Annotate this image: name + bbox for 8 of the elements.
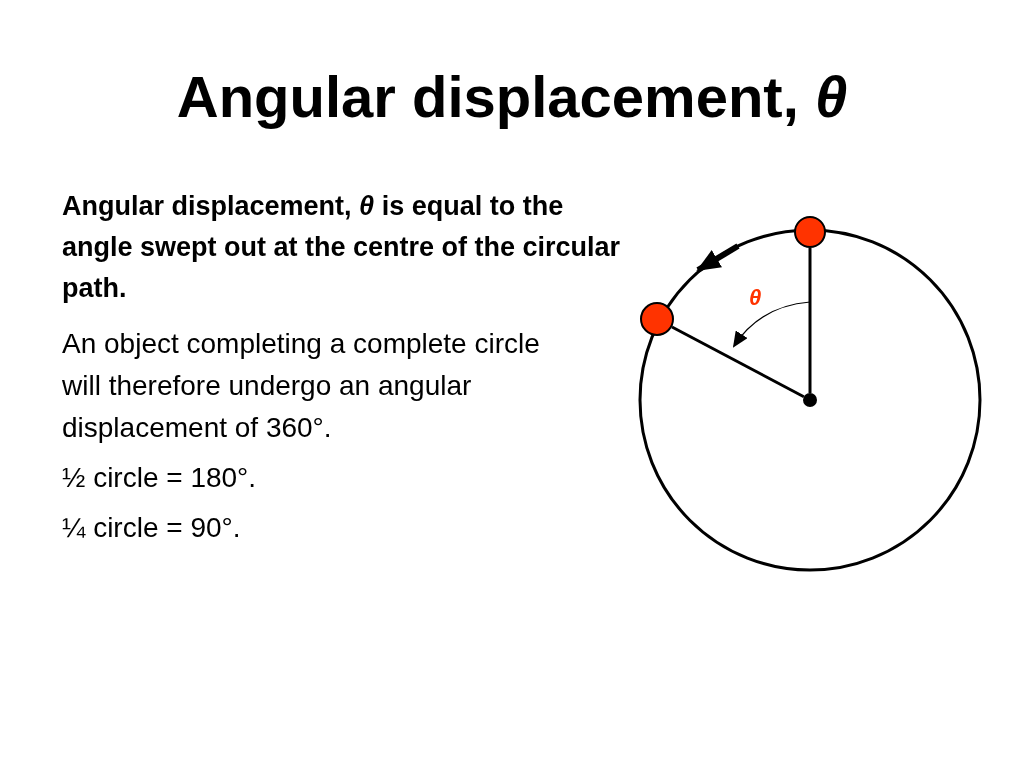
body-paragraph: ½ circle = 180°. (62, 461, 258, 495)
radius-line (671, 325, 805, 399)
definition-paragraph: Angular displacement, θ is equal to the angle swept out at the centre of the circular path. (62, 190, 622, 305)
radius-line (808, 248, 812, 393)
angle-label: θ (749, 287, 762, 309)
body-paragraph: ¼ circle = 90°. (62, 511, 242, 545)
body-paragraph: An object completing a complete circle will therefore undergo an angular displacement of 360°. (62, 327, 541, 445)
slide-title: Angular displacement, θ (176, 63, 848, 131)
